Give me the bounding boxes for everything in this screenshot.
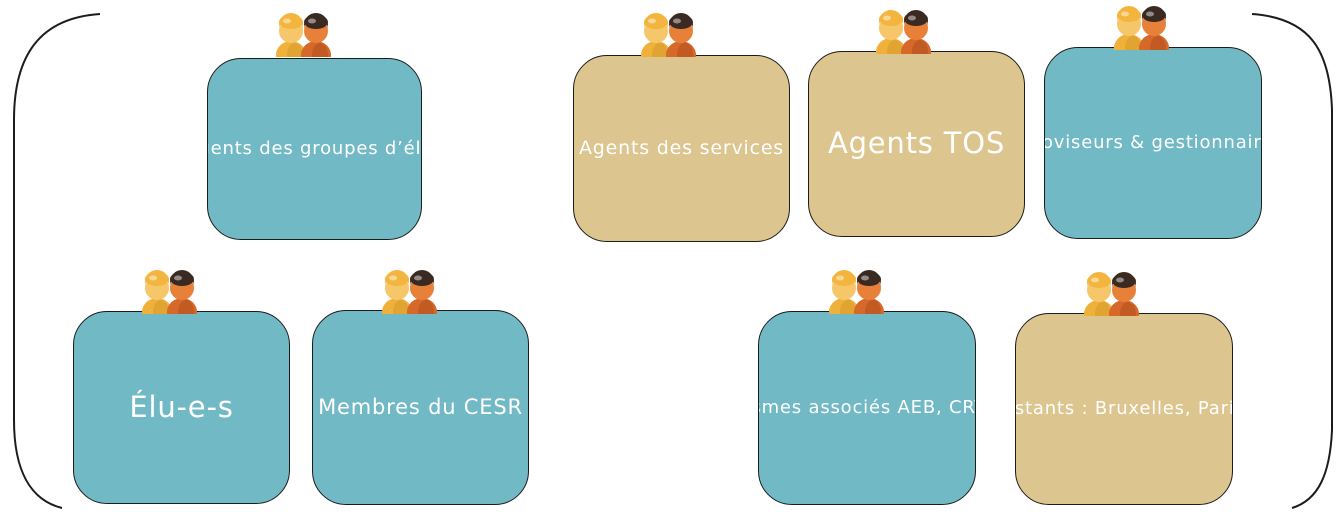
box-agents-groupes-elus: Agents des groupes d’élus	[207, 58, 422, 240]
box-sites-distants: Sites Distants : Bruxelles, Paris, ports	[1015, 313, 1233, 505]
person-left	[829, 270, 859, 314]
people-pair-icon	[382, 270, 437, 314]
right-bracket	[1251, 13, 1333, 509]
person-right	[1139, 6, 1169, 50]
person-right	[301, 13, 331, 57]
box-agents-tos: Agents TOS	[808, 51, 1025, 237]
people-pair-icon	[829, 270, 884, 314]
person-left	[276, 13, 306, 57]
box-label: Agents des groupes d’élus	[208, 138, 422, 160]
person-right	[407, 270, 437, 314]
people-pair-icon	[276, 13, 331, 57]
box-proviseurs-gestionnaires: Proviseurs & gestionnaires	[1044, 47, 1262, 239]
box-label: Agents des services	[578, 136, 785, 159]
box-elu-e-s: Élu-e-s	[73, 311, 290, 504]
box-label: Sites Distants : Bruxelles, Paris, ports	[1015, 398, 1232, 420]
box-label: Organismes associés AEB, CRT, EPFR	[759, 397, 975, 419]
box-label: Élu-e-s	[129, 389, 234, 424]
people-pair-icon	[1084, 272, 1139, 316]
person-left	[641, 13, 671, 57]
box-organismes-associes: Organismes associés AEB, CRT, EPFR	[758, 311, 976, 505]
person-right	[1109, 272, 1139, 316]
person-right	[901, 10, 931, 54]
people-pair-icon	[641, 13, 696, 57]
person-left	[876, 10, 906, 54]
person-left	[142, 270, 172, 314]
person-right	[854, 270, 884, 314]
person-left	[1114, 6, 1144, 50]
person-right	[666, 13, 696, 57]
box-label: Agents TOS	[827, 126, 1006, 161]
left-bracket	[13, 13, 101, 509]
person-left	[382, 270, 412, 314]
box-agents-services: Agents des services	[573, 55, 790, 242]
box-label: Membres du CESR	[318, 394, 523, 419]
people-pair-icon	[876, 10, 931, 54]
box-membres-cesr: Membres du CESR	[312, 310, 529, 505]
box-label: Proviseurs & gestionnaires	[1044, 132, 1262, 154]
people-pair-icon	[1114, 6, 1169, 50]
person-right	[167, 270, 197, 314]
people-pair-icon	[142, 270, 197, 314]
person-left	[1084, 272, 1114, 316]
